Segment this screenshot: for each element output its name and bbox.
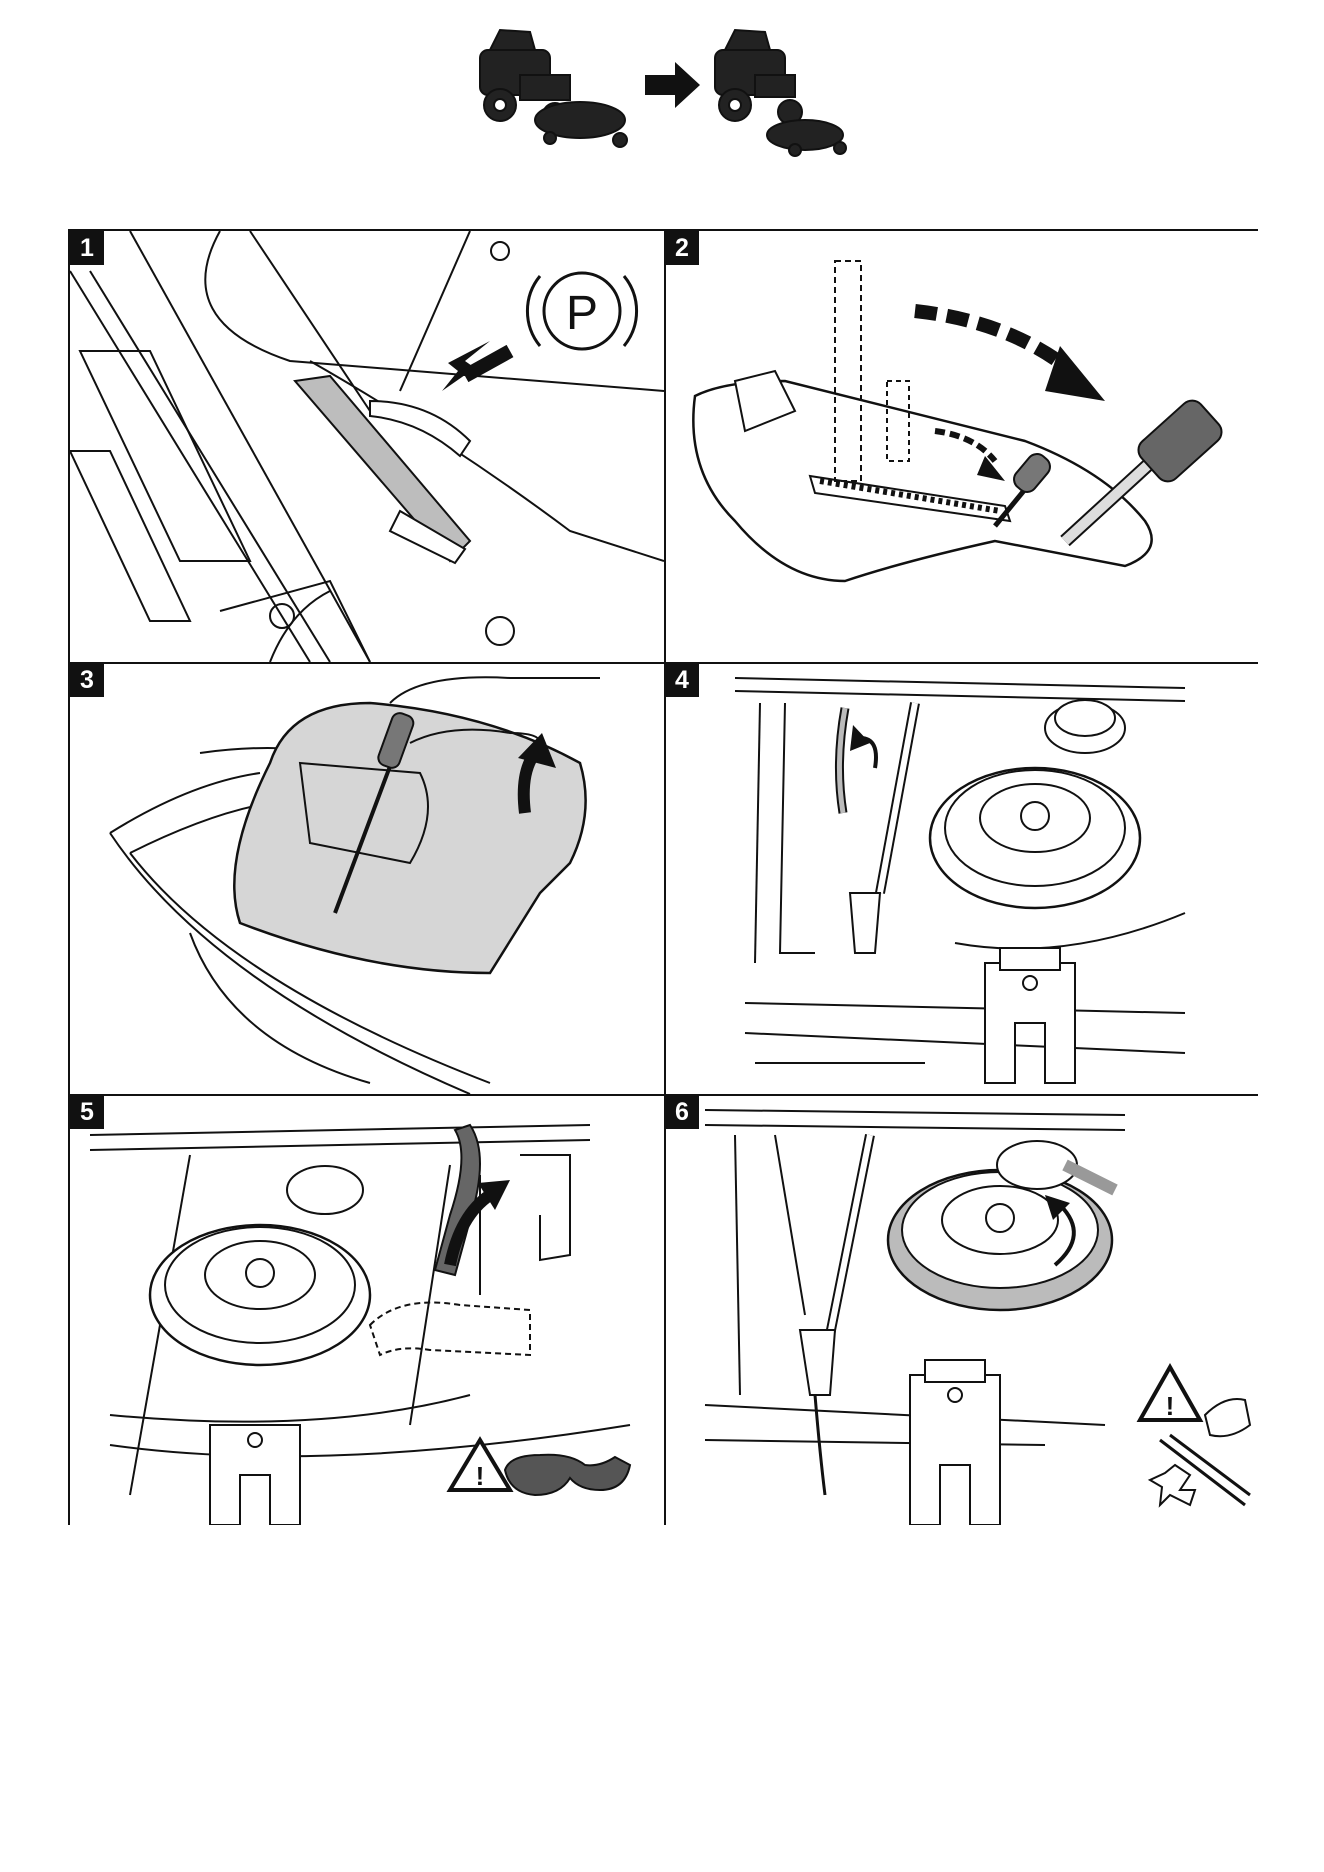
safety-glasses-warning-icon: ! xyxy=(450,1440,630,1495)
step-number: 6 xyxy=(665,1095,699,1129)
svg-text:!: ! xyxy=(476,1461,485,1491)
deck-height-lever-illustration xyxy=(665,231,1258,662)
deck-pulley-rod-illustration xyxy=(665,663,1258,1094)
grid-divider-vertical xyxy=(664,231,666,1525)
remove-drive-belt-illustration: ! xyxy=(665,1095,1258,1525)
grid-divider-horizontal xyxy=(70,1094,1258,1096)
step-panel-6: 6 xyxy=(665,1095,1258,1525)
step-number: 1 xyxy=(70,231,104,265)
step-panel-1: 1 xyxy=(70,231,664,662)
step-panel-4: 4 xyxy=(665,663,1258,1094)
grid-divider-horizontal xyxy=(70,662,1258,664)
step-number: 2 xyxy=(665,231,699,265)
step-panel-2: 2 xyxy=(665,231,1258,662)
step-number: 5 xyxy=(70,1095,104,1129)
step-number: 3 xyxy=(70,663,104,697)
pinch-hazard-warning-icon: ! xyxy=(1140,1367,1250,1505)
step-number: 4 xyxy=(665,663,699,697)
step-panel-5: 5 xyxy=(70,1095,664,1525)
step-panel-3: 3 xyxy=(70,663,664,1094)
mower-deck-removal-icon xyxy=(460,20,860,160)
instruction-grid: 1 xyxy=(68,229,1258,1525)
remove-belt-cover-illustration xyxy=(70,663,664,1094)
parking-symbol: P xyxy=(566,287,598,340)
parking-brake-illustration: P xyxy=(70,231,664,662)
tension-spring-tool-illustration: ! xyxy=(70,1095,664,1525)
svg-text:!: ! xyxy=(1166,1391,1175,1421)
